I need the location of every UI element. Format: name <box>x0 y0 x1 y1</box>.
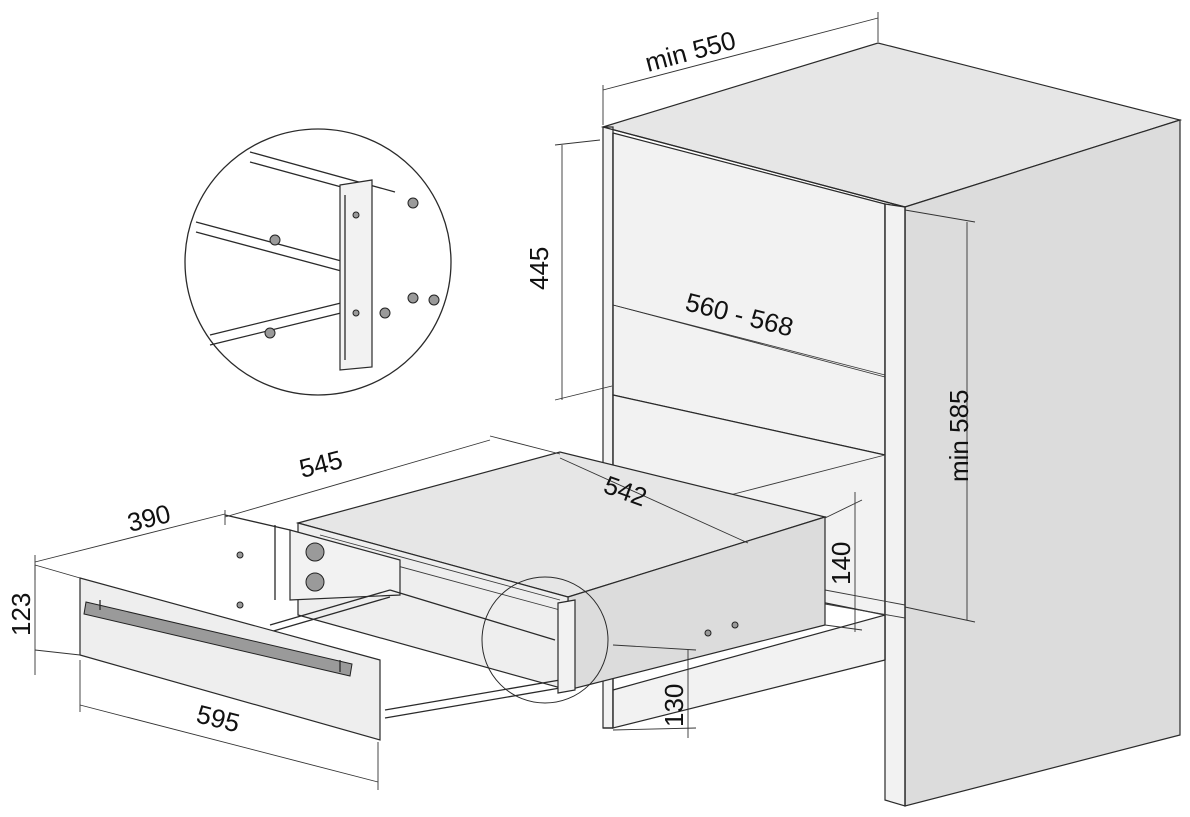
detail-magnifier <box>184 128 609 704</box>
handle-icon <box>83 601 353 677</box>
screw-icon <box>236 601 244 609</box>
dim-label-123: 123 <box>6 593 36 636</box>
screw-icon <box>236 551 244 559</box>
dim-label-130: 130 <box>659 684 689 727</box>
rail-bracket <box>557 599 576 694</box>
cabinet-right-stile <box>884 203 906 807</box>
pin-icon <box>407 292 419 304</box>
dimension-lines <box>34 12 976 790</box>
detail-bracket <box>339 179 373 371</box>
screw-icon <box>352 211 360 219</box>
vent-icon <box>305 572 325 592</box>
pin-icon <box>264 327 276 339</box>
dim-label-140: 140 <box>826 542 856 585</box>
dim-label-min-585: min 585 <box>944 390 974 483</box>
screw-icon <box>352 309 360 317</box>
warming-drawer <box>79 451 828 741</box>
pin-icon <box>407 197 419 209</box>
dim-label-390: 390 <box>124 498 173 538</box>
cabinet <box>600 42 1183 807</box>
screw-icon <box>731 621 739 629</box>
screw-icon <box>704 629 712 637</box>
detail-callout-circle <box>481 576 609 704</box>
pin-icon <box>379 307 391 319</box>
detail-circle <box>184 128 452 396</box>
dim-label-445: 445 <box>524 247 554 290</box>
dim-label-min-550: min 550 <box>642 25 739 78</box>
dim-label-545: 545 <box>296 444 345 484</box>
pin-icon <box>269 234 281 246</box>
dim-label-595: 595 <box>194 699 243 739</box>
pin-icon <box>428 294 440 306</box>
vent-icon <box>305 542 325 562</box>
